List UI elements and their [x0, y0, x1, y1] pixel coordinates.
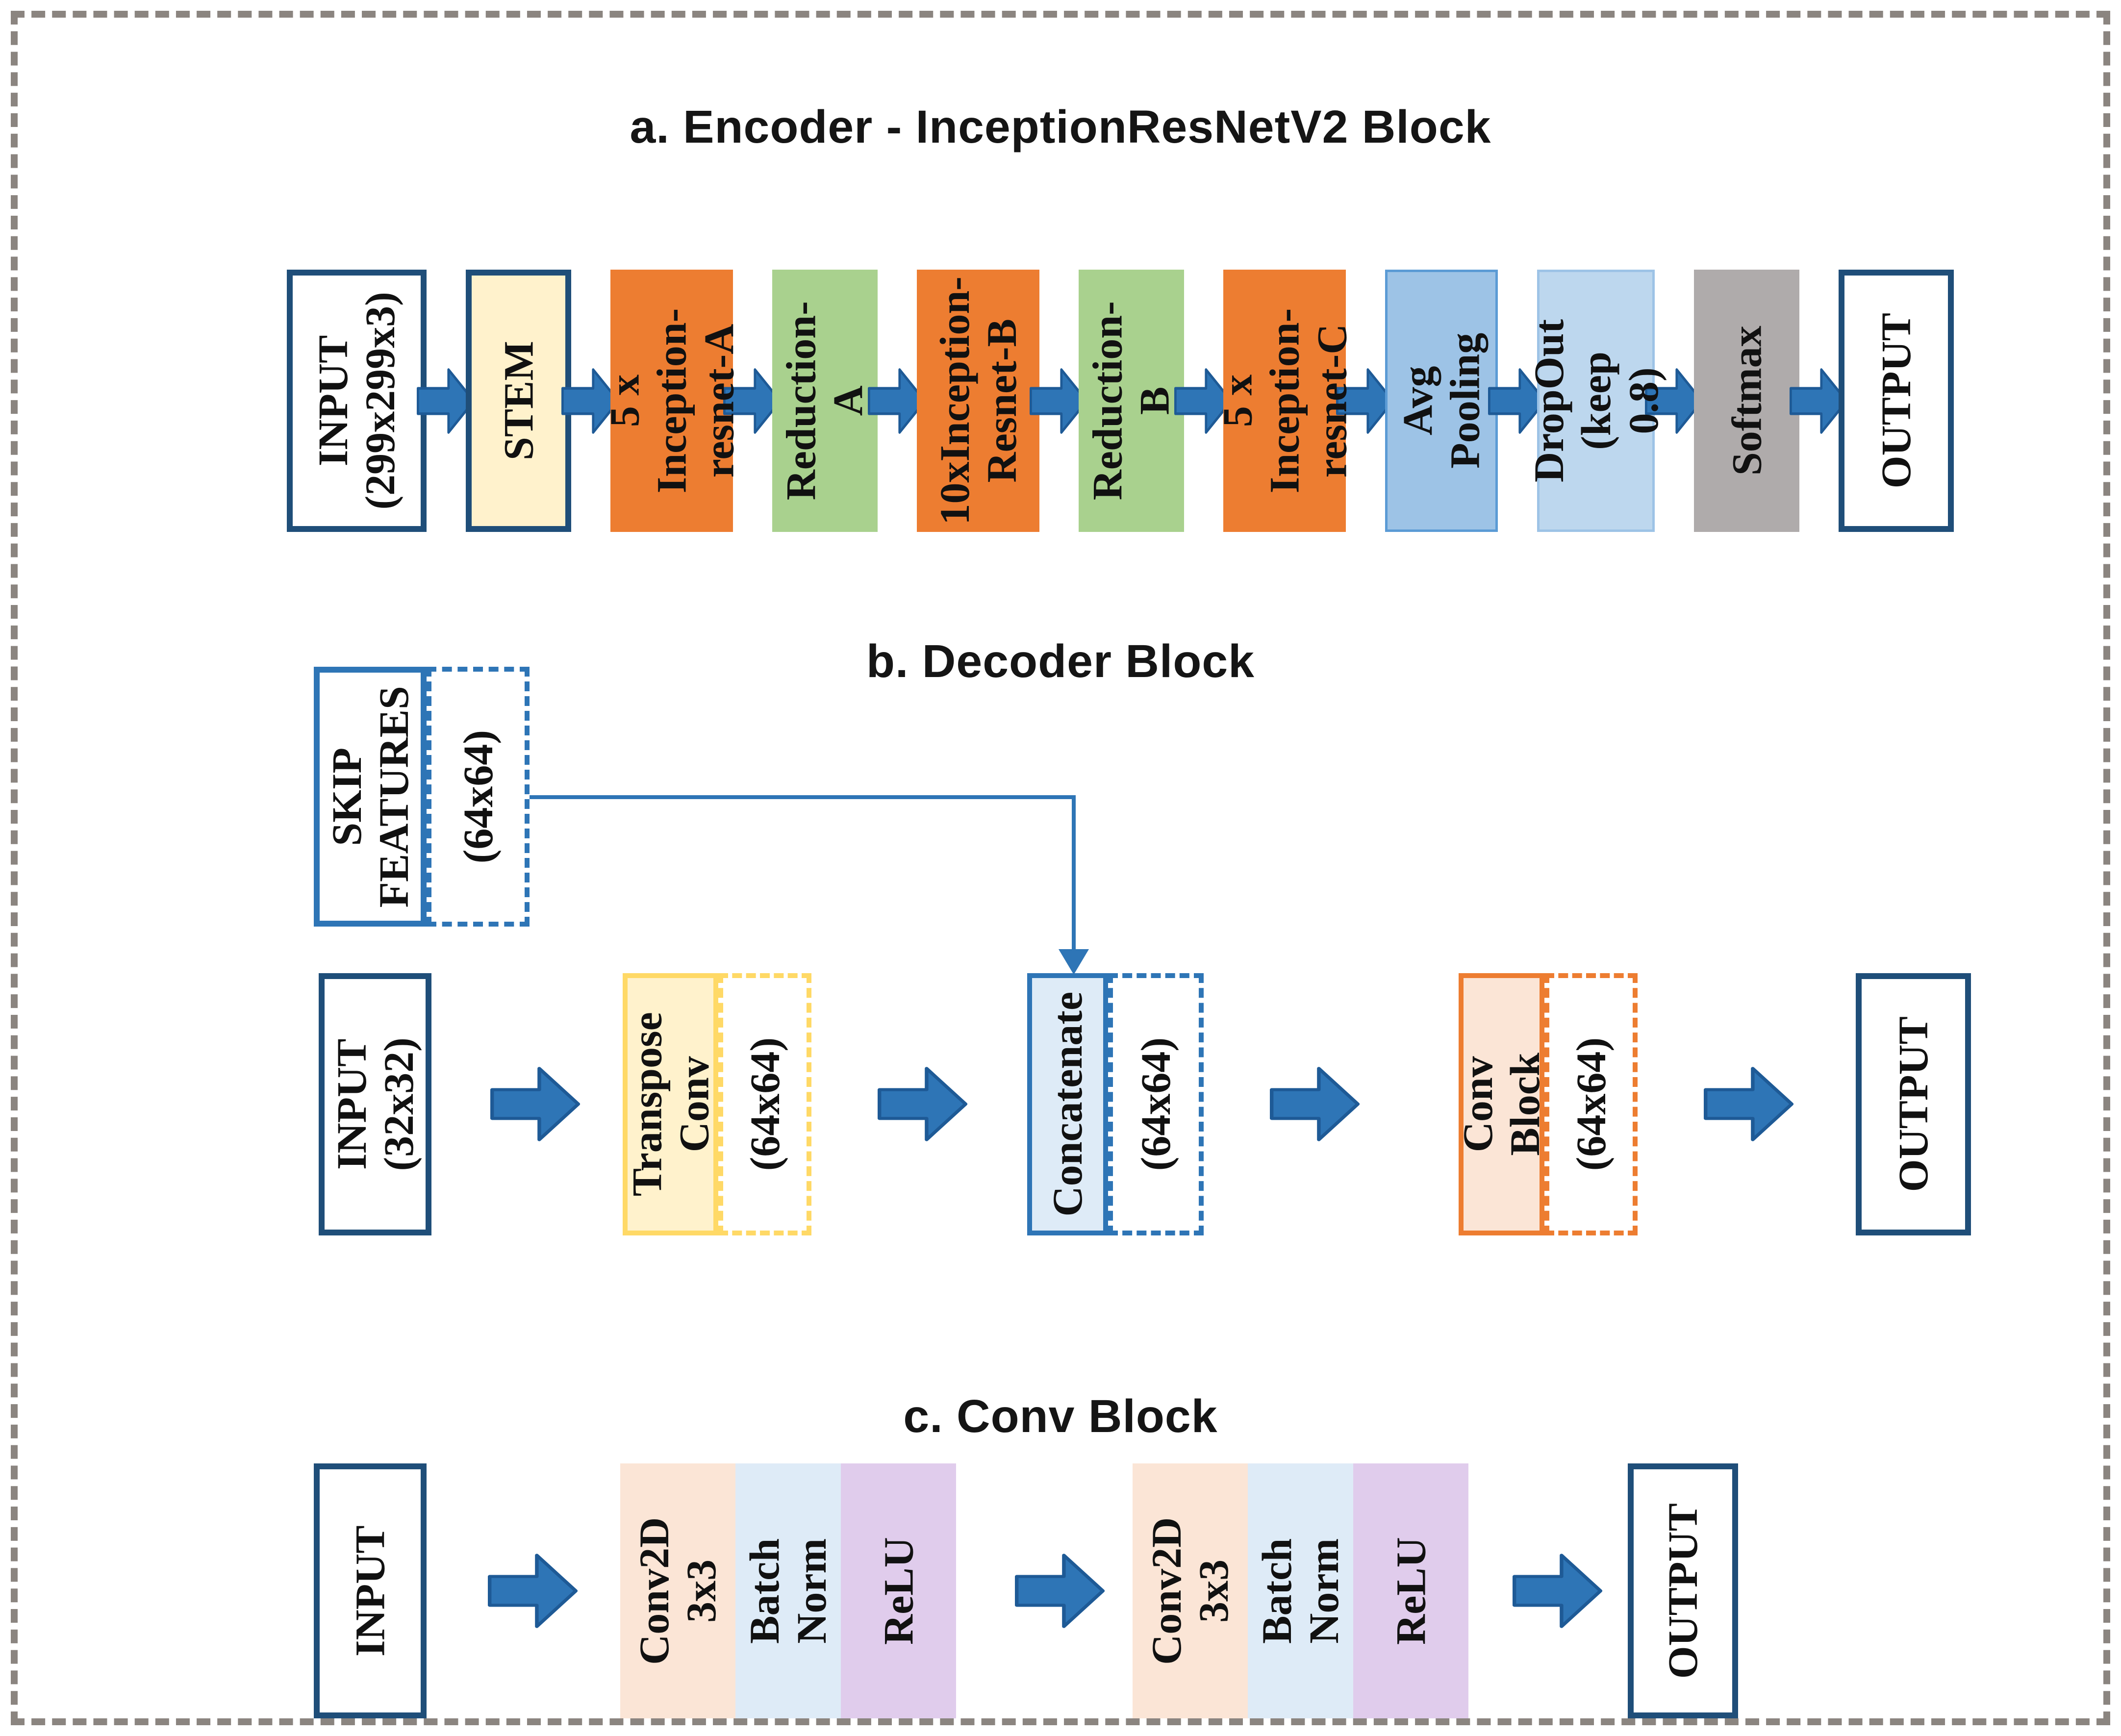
conv-block-solid-box: Conv Block: [1454, 973, 1549, 1235]
flow-arrow-icon: [1015, 1554, 1105, 1628]
decoder-output-label: OUTPUT: [1890, 1016, 1937, 1192]
encoder-dropout-label: DropOut (keep 0.8): [1525, 319, 1667, 482]
encoder-input-box: INPUT (299x299x3): [287, 270, 427, 532]
conv-block-row: INPUT Conv2D 3x3 Batch Norm ReLU Conv2D …: [0, 1463, 2121, 1718]
relu-box: ReLU: [841, 1463, 956, 1718]
skip-features-size-label: (64x64): [454, 730, 502, 864]
batch-norm-label: Batch Norm: [741, 1538, 835, 1644]
encoder-softmax-box: Softmax: [1694, 270, 1799, 532]
relu-box: ReLU: [1353, 1463, 1468, 1718]
conv2d-box: Conv2D 3x3: [620, 1463, 735, 1718]
skip-features-box: SKIP FEATURES (64x64): [314, 667, 530, 927]
flow-arrow-icon: [490, 1067, 581, 1141]
encoder-row: INPUT (299x299x3) STEM 5 x Inception- re…: [287, 270, 1954, 532]
encoder-stem-label: STEM: [495, 341, 542, 461]
encoder-reduction-b-label: Reduction-B: [1084, 301, 1179, 501]
transpose-conv-label: Transpose Conv: [623, 1012, 718, 1197]
batch-norm-label: Batch Norm: [1253, 1538, 1348, 1644]
encoder-avg-pooling-box: Avg Pooling: [1385, 270, 1498, 532]
relu-label: ReLU: [1387, 1537, 1435, 1645]
encoder-inception-resnet-b-label: 10xInception- Resnet-B: [931, 277, 1025, 525]
skip-features-label: SKIP FEATURES: [323, 685, 418, 908]
flow-arrow-icon: [1030, 368, 1088, 434]
conv2d-label: Conv2D 3x3: [1143, 1517, 1237, 1665]
convrow-input-box: INPUT: [314, 1463, 427, 1718]
section-a-title: a. Encoder - InceptionResNetV2 Block: [630, 101, 1491, 153]
concatenate-solid-box: Concatenate: [1027, 973, 1108, 1235]
encoder-reduction-a-box: Reduction-A: [772, 270, 878, 532]
encoder-inception-resnet-c-box: 5 x Inception- resnet-C: [1214, 270, 1355, 532]
relu-label: ReLU: [875, 1537, 922, 1645]
flow-arrow-icon: [1488, 368, 1546, 434]
batch-norm-box: Batch Norm: [1248, 1463, 1353, 1718]
decoder-input-label: INPUT (32x32): [328, 1037, 422, 1171]
encoder-output-box: OUTPUT: [1839, 270, 1954, 532]
flow-arrow-icon: [1790, 368, 1848, 434]
encoder-reduction-b-box: Reduction-B: [1079, 270, 1184, 532]
encoder-reduction-a-label: Reduction-A: [778, 301, 872, 501]
transpose-conv-box: Transpose Conv (64x64): [623, 973, 811, 1235]
encoder-inception-resnet-b-box: 10xInception- Resnet-B: [917, 270, 1039, 532]
conv-bn-relu-group: Conv2D 3x3 Batch Norm ReLU: [620, 1463, 956, 1718]
skip-features-solid-box: SKIP FEATURES: [314, 667, 427, 927]
conv-block-box: Conv Block (64x64): [1454, 973, 1638, 1235]
transpose-conv-solid-box: Transpose Conv: [623, 973, 718, 1235]
conv-block-size-box: (64x64): [1544, 973, 1638, 1235]
conv2d-label: Conv2D 3x3: [631, 1517, 725, 1665]
flow-arrow-icon: [1174, 368, 1233, 434]
decoder-row: INPUT (32x32) Transpose Conv (64x64) Con…: [0, 973, 2121, 1235]
convrow-input-label: INPUT: [346, 1525, 394, 1657]
flow-arrow-icon: [868, 368, 926, 434]
flow-arrow-icon: [561, 368, 620, 434]
conv-bn-relu-group: Conv2D 3x3 Batch Norm ReLU: [1133, 1463, 1468, 1718]
encoder-dropout-box: DropOut (keep 0.8): [1525, 270, 1666, 532]
concatenate-size-box: (64x64): [1108, 973, 1204, 1235]
encoder-inception-resnet-c-label: 5 x Inception- resnet-C: [1213, 308, 1356, 494]
encoder-input-label: INPUT (299x299x3): [309, 292, 404, 510]
flow-arrow-icon: [1704, 1067, 1794, 1141]
encoder-output-label: OUTPUT: [1872, 313, 1920, 489]
concatenate-box: Concatenate (64x64): [1027, 973, 1204, 1235]
section-b-title: b. Decoder Block: [866, 635, 1255, 687]
transpose-conv-size-label: (64x64): [741, 1037, 788, 1171]
flow-arrow-icon: [1513, 1554, 1603, 1628]
figure-dashed-border: [11, 11, 2110, 1725]
encoder-inception-resnet-a-box: 5 x Inception- resnet-A: [601, 270, 742, 532]
conv2d-box: Conv2D 3x3: [1133, 1463, 1248, 1718]
skip-connector-vertical-line: [1072, 795, 1076, 951]
flow-arrow-icon: [878, 1067, 968, 1141]
decoder-output-box: OUTPUT: [1856, 973, 1971, 1235]
batch-norm-box: Batch Norm: [735, 1463, 841, 1718]
conv-block-size-label: (64x64): [1567, 1037, 1615, 1171]
flow-arrow-icon: [417, 368, 475, 434]
skip-connector-horizontal-line: [530, 795, 1076, 799]
encoder-softmax-label: Softmax: [1723, 326, 1770, 476]
transpose-conv-size-box: (64x64): [718, 973, 811, 1235]
decoder-input-box: INPUT (32x32): [319, 973, 431, 1235]
convrow-output-label: OUTPUT: [1659, 1503, 1707, 1679]
skip-features-size-box: (64x64): [427, 667, 530, 927]
section-c-title: c. Conv Block: [903, 1390, 1218, 1442]
skip-connector-arrowhead-icon: [1059, 949, 1089, 975]
conv-block-label: Conv Block: [1454, 1053, 1549, 1156]
encoder-stem-box: STEM: [466, 270, 571, 532]
concatenate-label: Concatenate: [1044, 992, 1091, 1217]
encoder-inception-resnet-a-label: 5 x Inception- resnet-A: [601, 308, 743, 494]
flow-arrow-icon: [1270, 1067, 1360, 1141]
convrow-output-box: OUTPUT: [1628, 1463, 1738, 1718]
flow-arrow-icon: [1336, 368, 1394, 434]
flow-arrow-icon: [488, 1554, 578, 1628]
flow-arrow-icon: [723, 368, 782, 434]
encoder-avg-pooling-label: Avg Pooling: [1394, 332, 1489, 469]
flow-arrow-icon: [1645, 368, 1703, 434]
concatenate-size-label: (64x64): [1132, 1037, 1180, 1171]
